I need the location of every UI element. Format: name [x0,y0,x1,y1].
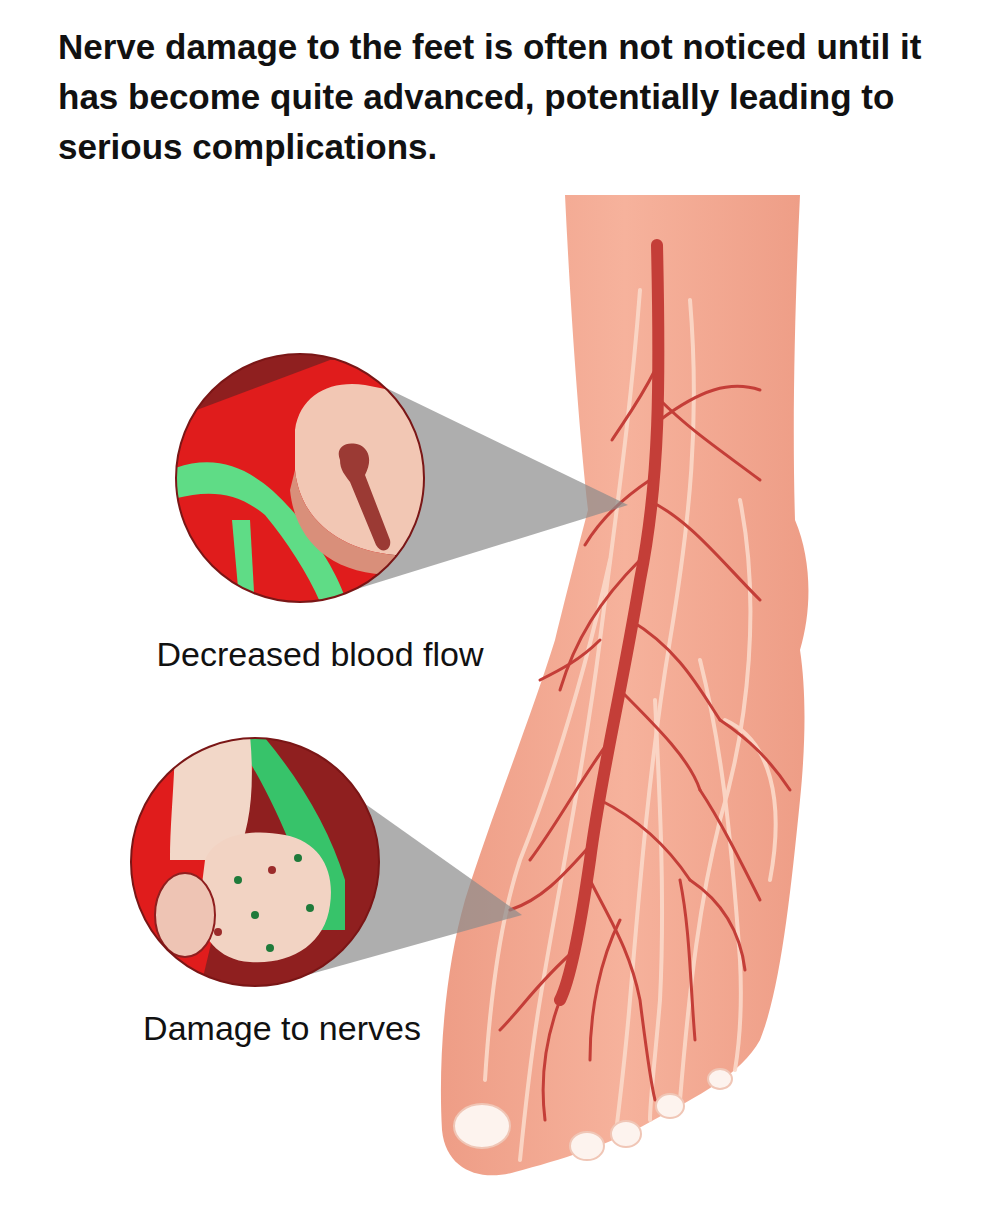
illustration-shape [612,370,655,440]
blood-vessels [500,245,790,1120]
illustration-shape [131,738,379,986]
illustration-shape [176,354,424,602]
illustration-shape [510,840,595,910]
illustration-shape [620,690,700,790]
illustration-shape [720,720,790,790]
illustration-shape [266,944,274,952]
illustration-shape [560,245,658,1000]
illustration-shape [234,854,314,952]
illustration-shape [290,470,395,575]
illustration-shape [656,1094,684,1118]
illustration-shape [648,500,760,600]
illustration-shape [500,950,575,1030]
illustration-shape [660,386,760,420]
illustration-shape [611,1121,641,1147]
illustration-shape [234,876,242,884]
illustration-shape [214,928,222,936]
illustration-shape [680,500,750,1100]
callout-label: Damage to nerves [143,1008,421,1048]
illustration-shape [294,854,302,862]
illustration-shape [155,873,215,957]
illustration-shape [590,880,655,1100]
illustration-shape [600,800,690,880]
illustration-shape [630,620,720,720]
illustration-shape [199,832,331,962]
illustration-shape [543,1000,560,1120]
illustration-shape [520,290,640,1160]
illustration-shape [540,640,600,680]
illustration-shape [590,920,620,1060]
illustration-shape [680,880,695,1040]
illustration-shape [251,911,259,919]
illustration-shape [530,740,610,860]
toenails [454,1069,732,1160]
illustration-shape [232,520,255,610]
illustration-shape [306,904,314,912]
callout-label: Decreased blood flow [157,634,484,674]
illustration-shape [339,443,391,550]
illustration-shape [560,560,640,690]
illustration-shape [700,790,760,900]
blood-flow-inset [170,350,440,615]
illustration-shape [570,1132,604,1160]
illustration-shape [660,400,760,480]
illustration-shape [650,700,662,1120]
nerve-inset [125,735,385,995]
foot-outline [441,195,809,1175]
illustration-shape [125,735,385,995]
nerve-lines [485,290,776,1160]
illustration-shape [708,1069,732,1089]
illustration-shape [454,1104,510,1148]
diagram-title: Nerve damage to the feet is often not no… [58,22,958,172]
illustration-shape [268,866,276,874]
illustration-shape [690,880,745,970]
illustration-shape [214,866,276,936]
